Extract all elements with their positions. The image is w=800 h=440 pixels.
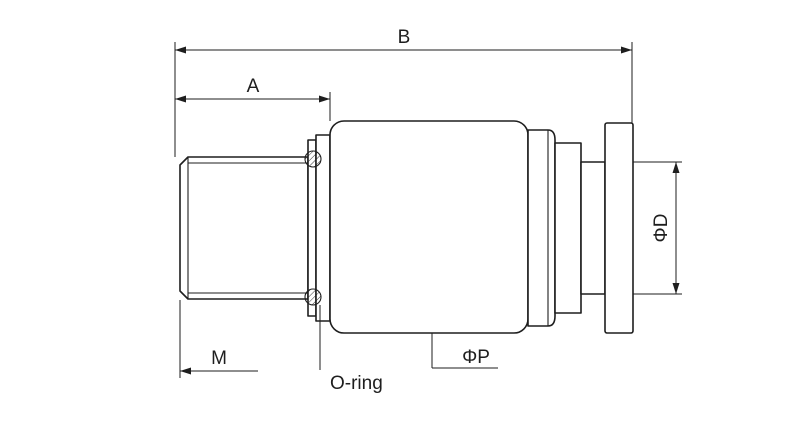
o-ring-bottom <box>304 288 322 306</box>
dimension-m-label: M <box>211 348 227 369</box>
dimension-b-label: B <box>398 27 411 48</box>
dimension-a-label: A <box>247 76 260 97</box>
collar <box>307 134 331 322</box>
neck <box>554 142 606 314</box>
threaded-section <box>179 156 309 300</box>
dimension-m: M <box>180 348 258 375</box>
release-sleeve <box>527 129 556 327</box>
dimension-p-label: ΦP <box>462 347 490 368</box>
o-ring-callout: O-ring <box>319 305 383 394</box>
dimension-d: ΦD <box>651 162 680 294</box>
dimension-d-label: ΦD <box>651 214 672 243</box>
o-ring-label: O-ring <box>330 373 383 394</box>
dimension-a: A <box>175 76 330 103</box>
extension-lines <box>174 42 682 378</box>
o-ring-top <box>304 150 322 168</box>
dimension-b: B <box>175 27 632 54</box>
end-flange <box>604 122 634 334</box>
dimension-p: ΦP <box>432 347 498 369</box>
main-body <box>329 120 529 334</box>
